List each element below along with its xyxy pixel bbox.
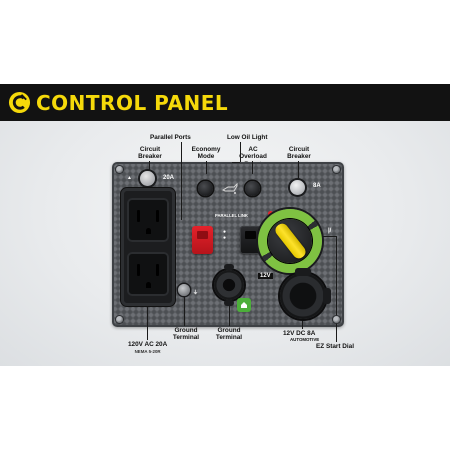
label-circuit-breaker-left: Circuit Breaker — [138, 146, 162, 161]
label-ground-terminal-left: Ground Terminal — [172, 327, 200, 342]
label-low-oil-light: Low Oil Light — [227, 134, 268, 141]
ac-duplex-outlet[interactable] — [121, 188, 175, 306]
label-ac-outlet-sub: NEMA 5-20R — [134, 349, 161, 355]
screw-top-right — [333, 166, 340, 173]
leader-economy — [206, 161, 207, 174]
circuit-breaker-right-button[interactable] — [290, 180, 305, 195]
slot-ground-top — [146, 228, 151, 234]
champion-c-logo-icon — [8, 91, 31, 114]
label-circuit-breaker-right: Circuit Breaker — [287, 146, 311, 161]
black-port-insert — [245, 231, 256, 239]
leader-dc-outlet — [302, 319, 303, 329]
dc-socket-cap-top — [295, 268, 311, 276]
label-dc-outlet: 12V DC 8A — [283, 330, 316, 337]
ez-start-dial-center — [268, 219, 312, 263]
receptacle-top[interactable] — [127, 198, 169, 242]
leader-ground-left — [184, 296, 185, 326]
house-icon — [241, 302, 247, 308]
leader-breaker-right — [298, 161, 299, 179]
receptacle-bottom[interactable] — [127, 252, 169, 296]
dial-stop-icon: |/ — [328, 228, 332, 234]
label-ez-start-dial: EZ Start Dial — [316, 343, 354, 350]
leader-low-oil — [240, 142, 241, 162]
overload-led — [268, 211, 273, 216]
breaker-right-rating: 8A — [313, 183, 321, 189]
ground-terminal-left[interactable] — [178, 284, 190, 296]
ground-terminal-right-socket[interactable] — [214, 270, 244, 300]
label-ac-outlet: 120V AC 20A NEMA 5-20R — [128, 341, 167, 356]
breaker-left-rating: 20A — [163, 175, 175, 181]
breaker-left-icon: ▲ — [127, 175, 132, 181]
leader-ground-right — [229, 302, 230, 326]
slot-ground-bottom — [146, 282, 151, 288]
leader-low-oil-h — [232, 162, 240, 163]
leader-ez-start — [336, 236, 337, 342]
dc-label: 12V — [258, 273, 273, 279]
leader-parallel-ports — [181, 142, 182, 220]
leader-breaker-left — [149, 161, 150, 171]
leader-ez-start-h — [322, 236, 336, 237]
dc-outlet-12v[interactable] — [280, 273, 326, 319]
ac-overload-reset-button[interactable] — [245, 181, 260, 196]
parallel-indicator-icons: ●● — [223, 229, 227, 241]
low-oil-lamp-icon — [222, 183, 238, 194]
screw-bottom-right — [333, 316, 340, 323]
label-economy-mode: Economy Mode — [191, 146, 221, 161]
red-port-insert — [197, 231, 208, 239]
label-ac-outlet-text: 120V AC 20A — [128, 341, 168, 348]
parallel-port-red[interactable] — [192, 226, 213, 254]
label-ground-terminal-right: Ground Terminal — [215, 327, 243, 342]
ez-start-dial[interactable] — [258, 209, 322, 273]
leader-overload — [252, 161, 253, 174]
parallel-link-label: PARALLEL LINK — [215, 213, 248, 218]
ez-start-dial-handle[interactable] — [273, 221, 308, 261]
ac-socket-tab-bottom — [224, 300, 234, 306]
section-banner: CONTROL PANEL — [0, 84, 450, 121]
label-parallel-ports: Parallel Ports — [150, 134, 191, 141]
slot-neutral-bottom — [137, 264, 140, 276]
banner-title: CONTROL PANEL — [36, 91, 229, 115]
dc-socket-cap-side — [323, 288, 331, 304]
circuit-breaker-left-button[interactable] — [140, 171, 155, 186]
economy-mode-switch[interactable] — [198, 181, 213, 196]
ac-socket-tab-top — [224, 264, 234, 270]
slot-neutral-top — [137, 210, 140, 222]
screw-bottom-left — [116, 316, 123, 323]
label-dc-outlet-sub: AUTOMOTIVE — [290, 337, 320, 342]
slot-hot-top — [156, 210, 159, 222]
leader-ac-outlet — [147, 306, 148, 340]
slot-hot-bottom — [156, 264, 159, 276]
screw-top-left — [116, 166, 123, 173]
parallel-port-black[interactable] — [240, 226, 261, 254]
ground-symbol-icon: ⏚ — [193, 290, 199, 296]
